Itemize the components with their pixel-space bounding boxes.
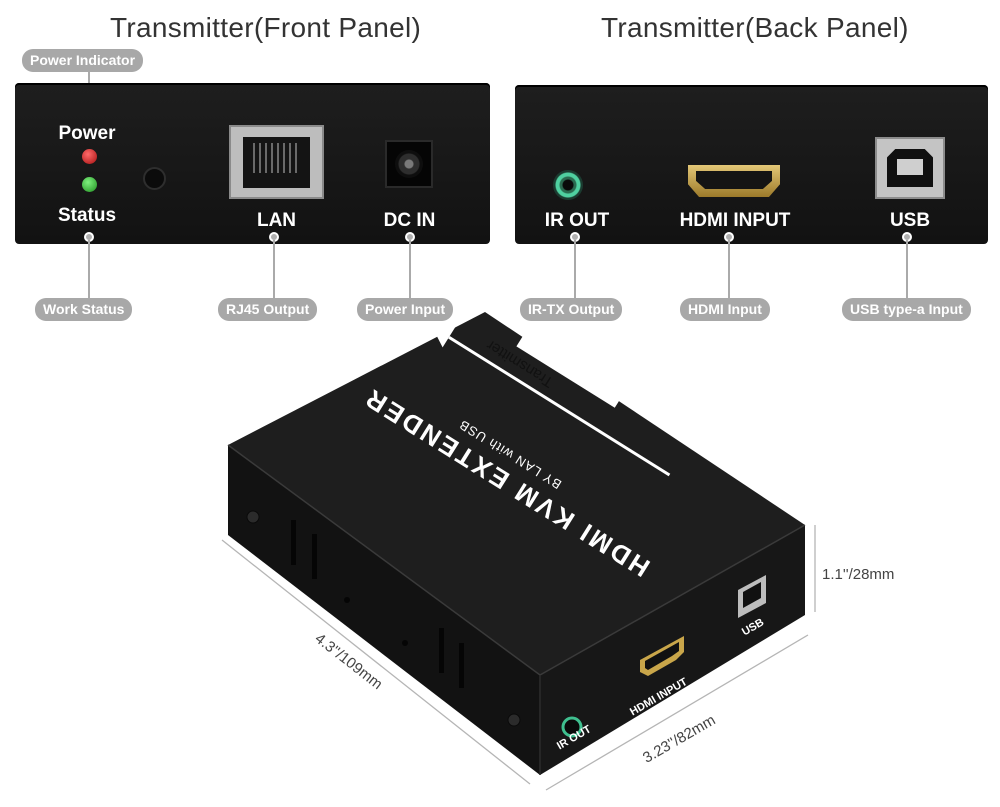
- callout-usb-type-a-input: USB type-a Input: [842, 298, 971, 321]
- power-led-icon: [82, 149, 97, 164]
- device-side-face: [228, 445, 540, 775]
- leader-ir-tx-output: [574, 240, 576, 298]
- front-label-status: Status: [57, 205, 117, 226]
- leader-hdmi-input: [728, 240, 730, 298]
- leader-work-status: [88, 240, 90, 298]
- front-label-power: Power: [58, 123, 116, 144]
- back-label-usb: USB: [889, 210, 931, 231]
- dc-jack-icon: [385, 140, 433, 188]
- rj45-port-icon: [229, 125, 324, 199]
- back-panel: IR OUT HDMI INPUT USB: [515, 85, 988, 244]
- front-label-dc-in: DC IN: [383, 210, 436, 231]
- status-led-icon: [82, 177, 97, 192]
- callout-work-status: Work Status: [35, 298, 133, 321]
- front-panel: Power Status LAN DC IN: [15, 83, 490, 244]
- callout-ir-tx-output: IR-TX Output: [520, 298, 623, 321]
- callout-hdmi-input: HDMI Input: [680, 298, 770, 321]
- callout-rj45-output: RJ45 Output: [218, 298, 318, 321]
- front-panel-title: Transmitter(Front Panel): [110, 12, 422, 43]
- front-label-lan: LAN: [256, 210, 297, 231]
- dimension-height: 1.1''/28mm: [822, 566, 895, 583]
- device-top-face: [228, 312, 805, 675]
- screw-icon: [246, 510, 260, 524]
- back-panel-title: Transmitter(Back Panel): [601, 12, 909, 43]
- reset-button-icon: [143, 167, 166, 190]
- screw-icon: [507, 713, 521, 727]
- back-label-hdmi-input: HDMI INPUT: [679, 210, 791, 231]
- leader-power-input: [409, 240, 411, 298]
- transmitter-tag: [516, 325, 628, 408]
- usb-b-port-icon: [875, 137, 945, 199]
- side-vents: [291, 520, 464, 688]
- arrow-icon: [432, 326, 456, 348]
- back-label-ir-out: IR OUT: [544, 210, 610, 231]
- callout-power-input: Power Input: [357, 298, 454, 321]
- callout-power-indicator: Power Indicator: [22, 49, 144, 72]
- ir-jack-icon: [553, 170, 583, 200]
- leader-rj45-output: [273, 240, 275, 298]
- leader-usb-type-a-input: [906, 240, 908, 298]
- dimension-lines: [221, 525, 816, 791]
- hdmi-port-icon: [688, 165, 780, 197]
- ir-jack-icon: [561, 716, 583, 738]
